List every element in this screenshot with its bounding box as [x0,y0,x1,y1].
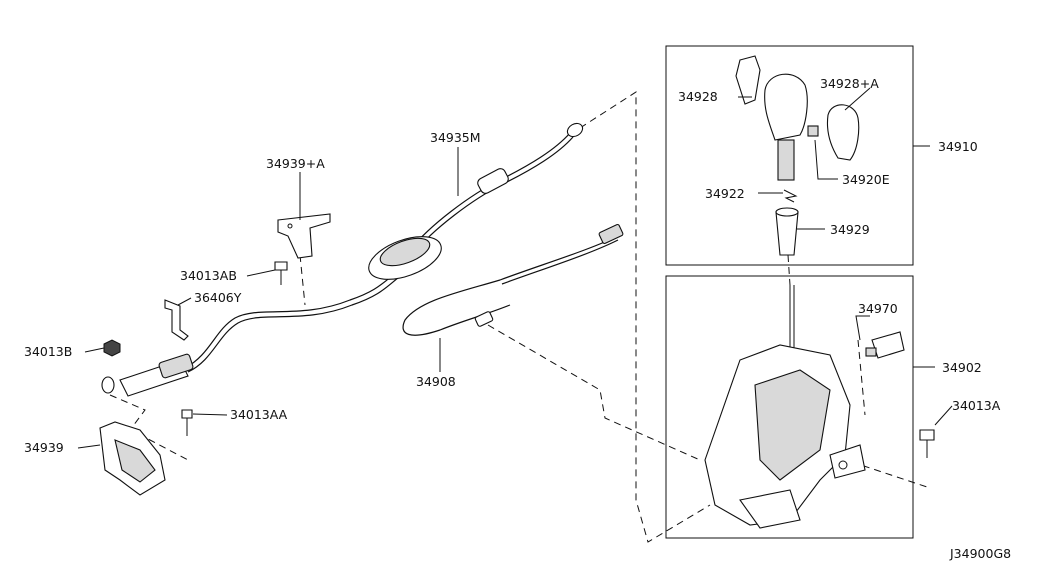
label-34939a: 34939+A [266,156,325,171]
control-cable-34935m [101,122,584,397]
label-34908: 34908 [416,374,456,389]
label-36406y: 36406Y [194,290,242,305]
label-34910: 34910 [938,139,978,154]
knob-cover-34928 [735,55,761,105]
bolt-34013ab [274,261,288,285]
knob-assembly-box [665,45,914,266]
label-34970: 34970 [858,301,898,316]
shifter-assembly-box [665,275,914,539]
label-34922: 34922 [705,186,745,201]
boot-34929 [775,207,799,256]
knob-main [764,73,808,181]
label-34920e: 34920E [842,172,890,187]
label-34902: 34902 [942,360,982,375]
label-34928a: 34928+A [820,76,879,91]
clip-34922 [783,189,798,203]
harness-34908 [402,224,624,336]
label-34939: 34939 [24,440,64,455]
label-34013aa: 34013AA [230,407,288,422]
clip-36406y [164,299,189,341]
label-34929: 34929 [830,222,870,237]
callout-labels: 34939+A 34935M 34013AB 36406Y 34013B 340… [24,76,1011,561]
label-34928: 34928 [678,89,718,104]
drawing-number: J34900G8 [949,546,1011,561]
label-34013a: 34013A [952,398,1001,413]
button-34920e [807,125,819,137]
bracket-34939a [277,213,331,259]
label-34013ab: 34013AB [180,268,237,283]
bracket-34939 [99,421,166,496]
bolt-34013a [919,429,935,458]
shifter-device-34902 [704,285,866,529]
label-34013b: 34013B [24,344,72,359]
bolt-34013aa [181,409,193,436]
nut-34013b [103,339,121,357]
leader-lines [77,87,953,449]
label-34935m: 34935M [430,130,481,145]
knob-cover-34928a [826,104,860,161]
sensor-34970 [865,331,905,359]
